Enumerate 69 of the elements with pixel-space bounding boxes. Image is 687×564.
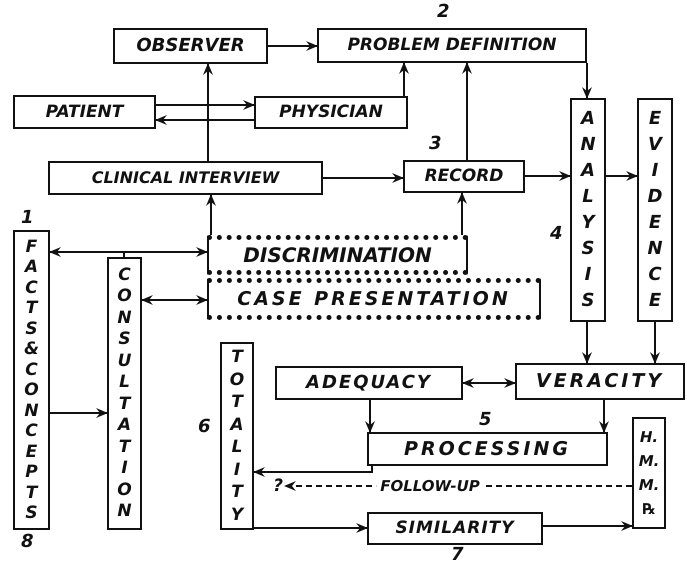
box-label: OBSERVER bbox=[136, 36, 245, 56]
arrow bbox=[123, 247, 208, 257]
label-box bbox=[515, 363, 685, 400]
step-number: 5 bbox=[479, 410, 492, 430]
arrow bbox=[156, 100, 255, 110]
box-label: SIMILARITY bbox=[395, 519, 515, 538]
box-label: DISCRIMINATION bbox=[243, 244, 432, 266]
arrow bbox=[582, 63, 592, 99]
vertical-label-box bbox=[107, 257, 142, 530]
double-arrow bbox=[462, 378, 516, 388]
label-box bbox=[254, 96, 408, 129]
box-label: PROCESSING bbox=[404, 438, 571, 460]
double-arrow bbox=[141, 295, 208, 305]
arrow bbox=[365, 400, 375, 433]
vertical-label-box bbox=[220, 342, 254, 530]
arrow bbox=[206, 194, 216, 235]
label-box bbox=[367, 432, 608, 466]
box-label: PATIENT bbox=[46, 102, 124, 122]
vertical-label-box bbox=[632, 417, 666, 529]
arrow bbox=[462, 62, 472, 160]
vertical-label-box bbox=[570, 98, 606, 322]
label-box bbox=[317, 28, 587, 63]
box-label: H. M. M. ℞ bbox=[638, 427, 660, 520]
step-number: 8 bbox=[21, 532, 34, 552]
vertical-label-box bbox=[13, 230, 50, 530]
question-mark: ? bbox=[273, 476, 283, 496]
step-number: 3 bbox=[429, 134, 442, 154]
label-box bbox=[367, 512, 543, 545]
box-label: VERACITY bbox=[536, 371, 664, 392]
box-label: TOTALITY bbox=[230, 346, 244, 526]
step-number: 1 bbox=[21, 208, 34, 228]
box-label: PHYSICIAN bbox=[279, 103, 383, 122]
arrow bbox=[50, 408, 108, 418]
label-box bbox=[275, 366, 463, 400]
step-number: 4 bbox=[550, 224, 563, 244]
box-label: CASE PRESENTATION bbox=[237, 288, 511, 310]
box-label: FACTS&CONCEPTS bbox=[24, 236, 39, 524]
arrow bbox=[203, 63, 213, 161]
arrow bbox=[543, 521, 633, 531]
arrow bbox=[155, 115, 254, 125]
box-label: RECORD bbox=[424, 167, 504, 186]
box-label: CONSULTATION bbox=[117, 264, 132, 522]
label-box bbox=[207, 235, 468, 275]
label-box bbox=[13, 95, 156, 129]
step-number: 7 bbox=[451, 545, 464, 564]
vertical-label-box bbox=[637, 98, 673, 322]
arrow bbox=[525, 171, 571, 181]
box-label: EVIDENCE bbox=[647, 107, 663, 313]
label-box bbox=[403, 160, 525, 193]
box-label: ANALYSIS bbox=[580, 107, 596, 313]
arrow bbox=[254, 523, 368, 533]
arrow bbox=[457, 192, 467, 235]
arrow bbox=[323, 173, 404, 183]
arrow bbox=[268, 41, 318, 51]
arrow bbox=[599, 400, 609, 433]
label-box bbox=[207, 278, 541, 320]
arrow bbox=[582, 322, 592, 364]
arrow bbox=[399, 62, 409, 96]
box-label: PROBLEM DEFINITION bbox=[347, 36, 557, 55]
label-box bbox=[113, 28, 268, 64]
arrow bbox=[253, 466, 373, 477]
step-number: 6 bbox=[198, 417, 211, 437]
arrow bbox=[49, 247, 125, 257]
step-number: 2 bbox=[437, 2, 450, 22]
arrow bbox=[650, 322, 660, 364]
arrow bbox=[606, 171, 638, 181]
box-label: ADEQUACY bbox=[306, 373, 432, 393]
box-label: CLINICAL INTERVIEW bbox=[92, 169, 280, 187]
label-box bbox=[48, 161, 323, 195]
